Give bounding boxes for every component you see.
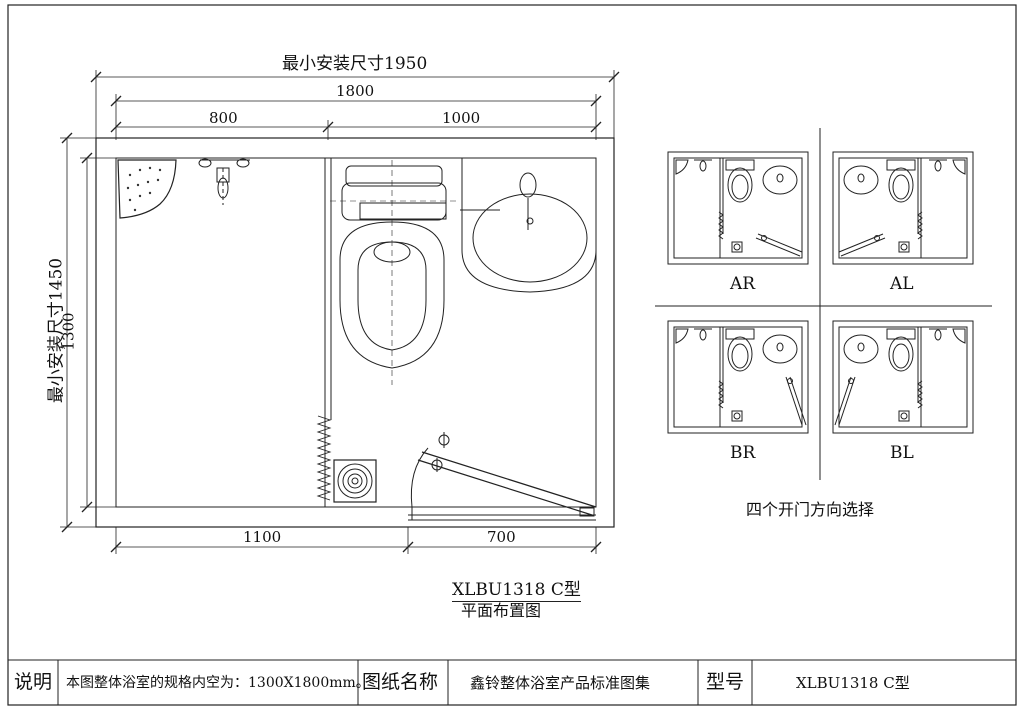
layout-caption: 平面布置图 — [461, 601, 542, 620]
dimension-800: 800 — [209, 109, 238, 127]
dimension-700: 700 — [487, 528, 516, 546]
shower-faucet — [198, 158, 250, 205]
option-grid — [655, 128, 992, 480]
floor-drain — [333, 459, 377, 503]
model-value: XLBU1318 C型 — [796, 674, 910, 692]
dimension-1800: 1800 — [336, 82, 375, 100]
toilet — [330, 160, 460, 385]
shelf-dots — [126, 166, 162, 212]
main-floor-plan — [95, 137, 615, 528]
option-label-br: BR — [730, 443, 756, 463]
dimension-1100: 1100 — [243, 528, 282, 546]
dimension-lines — [60, 70, 620, 554]
drawing-name: 鑫铃整体浴室产品标准图集 — [470, 674, 651, 692]
outer-wall — [95, 137, 615, 528]
mini-plan-bl — [832, 320, 974, 434]
door-option-plans — [667, 151, 974, 434]
model-label: 型号 — [706, 671, 745, 693]
drawing-name-label: 图纸名称 — [362, 671, 439, 693]
option-label-al: AL — [890, 274, 914, 294]
inner-wall — [115, 157, 597, 508]
title-block-grid — [8, 659, 1016, 705]
door-options-caption: 四个开门方向选择 — [746, 500, 875, 519]
towel-radiator — [316, 415, 332, 501]
mini-plan-al — [832, 151, 974, 265]
mini-plan-ar — [667, 151, 809, 265]
note-label: 说明 — [14, 671, 53, 693]
model-code: XLBU1318 C型 — [452, 580, 581, 602]
dimension-1300: 1300 — [59, 312, 78, 351]
door-swing — [408, 432, 597, 521]
min-install-width-label: 最小安装尺寸1950 — [282, 54, 428, 74]
wash-basin — [460, 158, 597, 293]
sheet-frame — [7, 4, 1017, 706]
dimension-1000: 1000 — [442, 109, 481, 127]
option-label-ar: AR — [730, 274, 756, 294]
option-label-bl: BL — [890, 443, 914, 463]
corner-shelf — [117, 159, 177, 219]
mini-plan-br — [667, 320, 809, 434]
note-text: 本图整体浴室的规格内空为：1300X1800mm。 — [66, 675, 370, 691]
